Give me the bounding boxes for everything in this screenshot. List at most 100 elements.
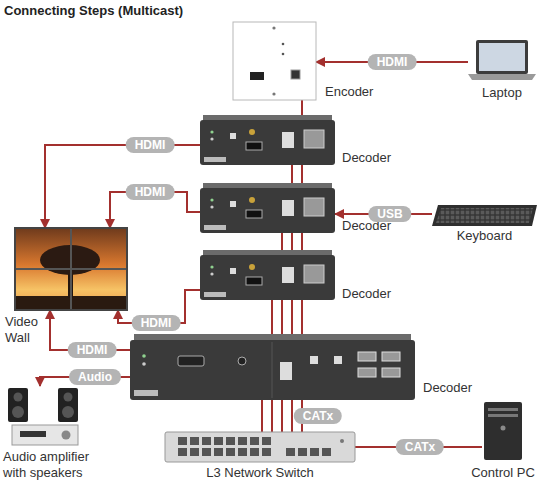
button — [230, 268, 236, 274]
decoder-top — [134, 334, 411, 341]
model-plate — [204, 157, 226, 162]
drive-bay — [488, 414, 518, 417]
decoder-body — [200, 255, 335, 300]
switch-port — [190, 448, 199, 456]
rj45-port — [304, 130, 324, 148]
speaker-cone — [14, 393, 23, 402]
switch-port — [286, 448, 295, 456]
led — [210, 265, 213, 268]
switch-port — [322, 448, 331, 456]
cable-label: HDMI — [126, 184, 175, 200]
decoder-device — [200, 250, 335, 300]
connector — [249, 129, 255, 135]
device-box: Audio amplifier with speakers — [8, 386, 80, 446]
decoder-body — [130, 340, 415, 400]
usb-port — [382, 352, 400, 361]
device-box: L3 Network Switch — [165, 432, 355, 462]
wall-screen — [15, 228, 127, 310]
encoder-plate — [233, 22, 316, 100]
dip-switch — [282, 267, 294, 283]
panel-seam — [272, 342, 273, 398]
amplifier-display — [20, 431, 46, 437]
switch-port — [238, 437, 247, 445]
speaker — [58, 388, 78, 422]
switch-port — [262, 437, 271, 445]
button — [230, 201, 236, 207]
serial-port — [178, 356, 204, 366]
button — [334, 356, 342, 364]
cable-label: HDMI — [126, 137, 175, 153]
led — [282, 53, 285, 56]
switch-port — [250, 448, 259, 456]
device-label: Laptop — [468, 85, 536, 101]
decoder-body — [200, 188, 335, 233]
device-label: Decoder — [342, 150, 391, 166]
decoder-device — [130, 334, 415, 400]
switch-port — [202, 448, 211, 456]
led — [210, 137, 213, 140]
model-plate — [204, 292, 226, 297]
switch-port — [202, 437, 211, 445]
device-label: Control PC — [452, 465, 538, 481]
screw — [272, 92, 275, 95]
wall-frame — [15, 228, 127, 310]
device-label: Audio amplifier with speakers — [3, 449, 103, 481]
cable-label: Audio — [69, 369, 121, 385]
signal-cable — [261, 400, 263, 432]
button — [310, 356, 318, 364]
device-label: Encoder — [325, 84, 373, 100]
speaker-cone — [62, 406, 74, 418]
dip-switch — [282, 132, 294, 148]
rj45-port — [304, 265, 324, 283]
device-label: Keyboard — [432, 228, 537, 244]
switch-port — [226, 437, 235, 445]
switch-ports — [178, 437, 331, 456]
cable-label: USB — [368, 206, 411, 222]
model-plate — [204, 225, 226, 230]
decoder-device — [200, 115, 335, 165]
power-button — [501, 426, 506, 431]
screw — [272, 26, 275, 29]
switch-port — [310, 448, 319, 456]
button — [230, 133, 236, 139]
cable-label: HDMI — [68, 342, 117, 358]
hdmi-port — [246, 142, 262, 150]
decoder-device — [200, 183, 335, 233]
switch-port — [238, 448, 247, 456]
usb-port — [382, 368, 400, 377]
speaker-cone — [64, 393, 73, 402]
keyboard-keys — [436, 208, 533, 223]
led — [210, 198, 213, 201]
hdmi-port — [246, 210, 262, 218]
switch-port — [262, 448, 271, 456]
led — [282, 43, 285, 46]
led — [210, 130, 213, 133]
screen-bezel — [15, 268, 127, 270]
led — [142, 362, 146, 366]
switch-port — [190, 437, 199, 445]
hdmi-port — [250, 72, 264, 80]
connector — [249, 197, 255, 203]
switch-led — [340, 439, 344, 443]
keyboard-body — [432, 205, 537, 226]
device-box: Control PC — [482, 400, 524, 460]
usb-port — [291, 70, 300, 79]
connector — [249, 264, 255, 270]
switch-port — [214, 437, 223, 445]
cable-label: HDMI — [132, 315, 181, 331]
diagram-title: Connecting Steps (Multicast) — [4, 3, 183, 18]
laptop-base — [468, 74, 536, 80]
device-box: Decoder — [200, 120, 335, 165]
dip-switch — [282, 200, 294, 216]
cable-label: HDMI — [368, 54, 417, 70]
device-box: Decoder — [130, 340, 415, 400]
rj45-port — [304, 198, 324, 216]
switch-port — [214, 448, 223, 456]
speaker-cone — [12, 406, 24, 418]
audio-jack — [238, 357, 246, 365]
cable-label: CATx — [294, 408, 342, 424]
device-box: Video Wall — [15, 228, 127, 310]
switch-port — [250, 437, 259, 445]
